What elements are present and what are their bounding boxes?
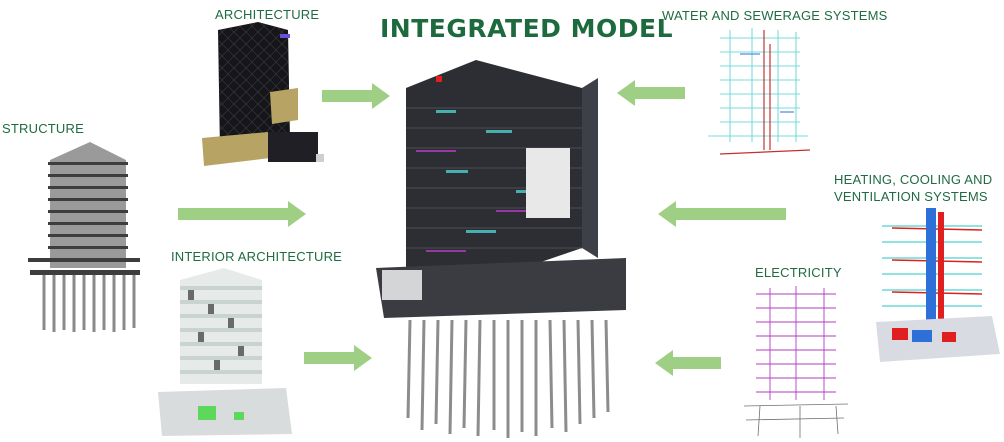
- arrow-water-to-model: [617, 80, 685, 106]
- electricity-label: ELECTRICITY: [755, 265, 842, 280]
- arrow-architecture-to-model: [322, 83, 390, 109]
- hvac-model-image: [876, 208, 1000, 362]
- structure-model-image: [28, 142, 140, 332]
- architecture-label: ARCHITECTURE: [215, 7, 320, 22]
- interior-architecture-model-image: [158, 268, 292, 436]
- integrated-model-title: INTEGRATED MODEL: [380, 14, 674, 43]
- interior-architecture-label: INTERIOR ARCHITECTURE: [171, 249, 343, 264]
- arrow-hvac-to-model: [658, 201, 786, 227]
- water-sewerage-model-image: [708, 28, 811, 155]
- hvac-label-line1: HEATING, COOLING AND: [834, 172, 993, 187]
- arrow-structure-to-model: [178, 201, 306, 227]
- electricity-model-image: [743, 286, 849, 438]
- structure-label: STRUCTURE: [2, 121, 84, 136]
- hvac-label-line2: VENTILATION SYSTEMS: [834, 189, 988, 204]
- arrow-interior-to-model: [304, 345, 372, 371]
- arrow-electricity-to-model: [655, 350, 721, 376]
- architecture-model-image: [202, 22, 324, 166]
- integrated-model-image: [376, 60, 626, 438]
- water-sewerage-label: WATER AND SEWERAGE SYSTEMS: [662, 8, 888, 23]
